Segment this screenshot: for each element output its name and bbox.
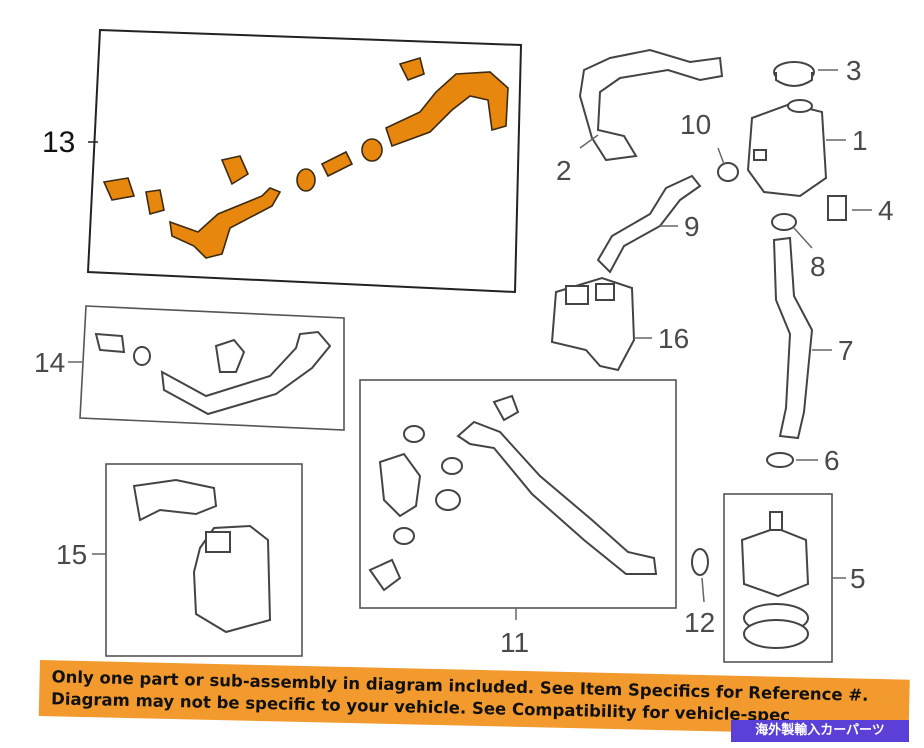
clamp-6: 6 (766, 445, 840, 476)
group-15: 15 (56, 463, 303, 657)
callout-3: 3 (846, 55, 862, 86)
callout-12: 12 (684, 607, 715, 638)
group-14: 14 (34, 305, 345, 431)
callout-11: 11 (500, 627, 529, 658)
callout-7: 7 (838, 335, 854, 366)
callout-15: 15 (56, 539, 87, 570)
group-13: 13 (42, 28, 523, 294)
hose-7: 7 (772, 236, 854, 440)
callout-5: 5 (850, 563, 866, 594)
valve-16: 16 (550, 276, 689, 372)
hose-13 (169, 71, 509, 259)
clamps-13 (220, 56, 425, 192)
callout-16: 16 (658, 323, 689, 354)
group-11: 11 (359, 379, 677, 658)
bracket-2: 2 (556, 48, 724, 186)
import-parts-tag: 海外製輸入カーパーツ (731, 720, 909, 742)
callout-1: 1 (852, 125, 868, 156)
callout-2: 2 (556, 155, 572, 186)
callout-10: 10 (680, 109, 711, 140)
callout-9: 9 (684, 211, 700, 242)
fitting-left (102, 177, 165, 216)
sensor-4: 4 (827, 195, 894, 226)
group-5: 5 (723, 493, 866, 663)
callout-4: 4 (878, 195, 894, 226)
reservoir-1: 1 (746, 99, 868, 198)
clamp-10: 10 (680, 109, 739, 182)
clamp-12: 12 (684, 548, 715, 638)
clamp-8: 8 (771, 213, 826, 282)
callout-13: 13 (42, 126, 75, 159)
callout-8: 8 (810, 251, 826, 282)
cap-3: 3 (773, 55, 862, 87)
callout-14: 14 (34, 347, 65, 378)
hose-9: 9 (596, 174, 702, 274)
callout-6: 6 (824, 445, 840, 476)
